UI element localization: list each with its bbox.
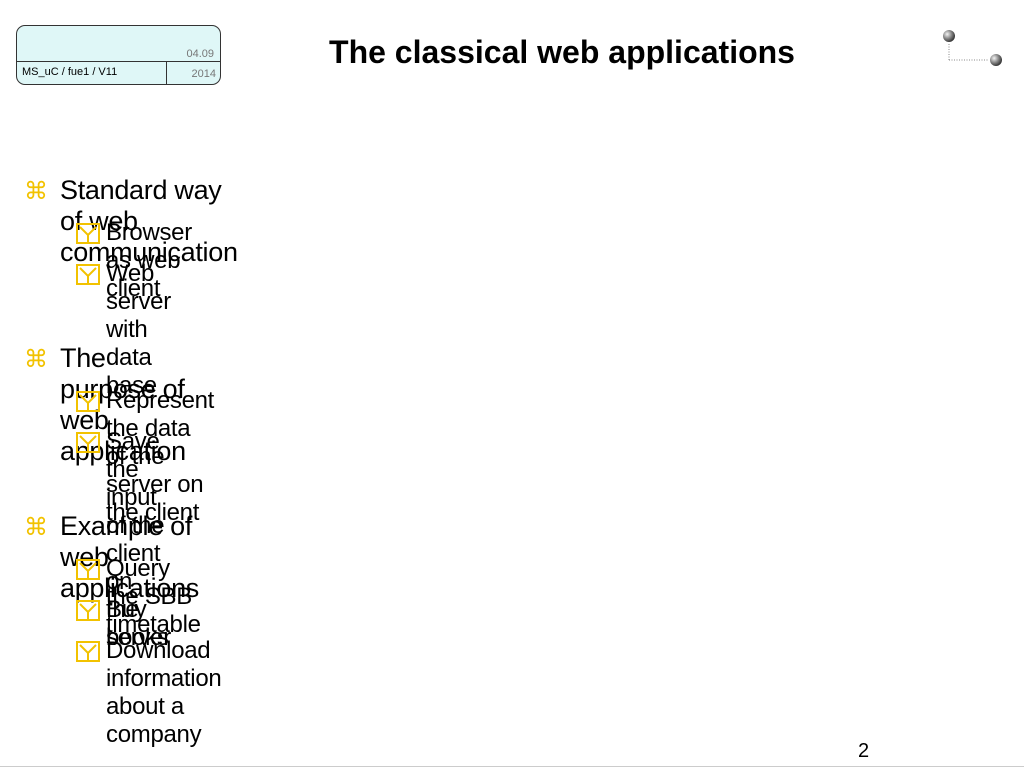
list-item: Query the SBB timetable	[106, 555, 201, 638]
list-item: Save the input of the client on the serv…	[106, 428, 171, 651]
section-heading: Standard way of web communication	[60, 175, 238, 267]
yellow-check-box-icon	[76, 264, 100, 285]
yellow-check-box-icon	[76, 559, 100, 580]
yellow-check-box-icon	[76, 641, 100, 662]
command-bullet-icon: ⌘	[24, 345, 48, 373]
header-divider-vertical	[166, 61, 167, 84]
list-item: Download information about a company	[106, 637, 222, 748]
yellow-check-box-icon	[76, 391, 100, 412]
list-item: Buy books	[106, 596, 169, 651]
header-divider-horizontal	[17, 61, 220, 62]
list-item: Browser as web client	[106, 219, 192, 302]
footer-divider	[0, 766, 1024, 767]
list-item: Web server with data base	[106, 260, 171, 399]
yellow-check-box-icon	[76, 432, 100, 453]
command-bullet-icon: ⌘	[24, 513, 48, 541]
header-date: 04.09	[186, 48, 214, 60]
header-course-label: MS_uC / fue1 / V11	[22, 66, 118, 78]
header-info-box: 04.09 MS_uC / fue1 / V11 2014	[16, 25, 221, 85]
yellow-check-box-icon	[76, 600, 100, 621]
gray-spheres-logo-icon	[943, 30, 1002, 66]
slide-title: The classical web applications	[329, 34, 795, 70]
yellow-check-box-icon	[76, 223, 100, 244]
page-number: 2	[858, 740, 870, 762]
command-bullet-icon: ⌘	[24, 177, 48, 205]
header-year: 2014	[191, 68, 216, 80]
list-item: Represent the data of the server on the …	[106, 387, 215, 526]
